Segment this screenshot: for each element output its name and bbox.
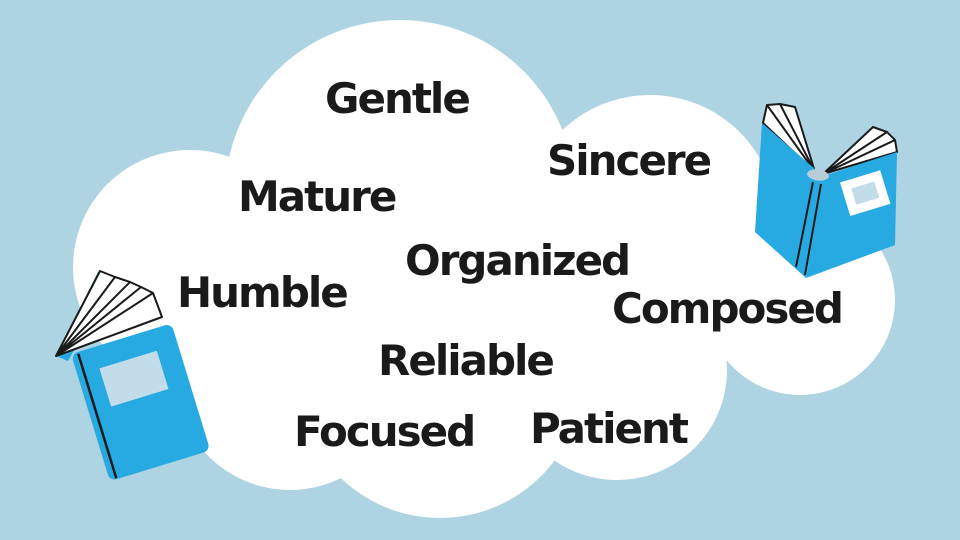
trait-word-patient: Patient bbox=[530, 404, 689, 453]
open-book-icon bbox=[755, 103, 898, 278]
book-label bbox=[840, 170, 891, 217]
cloud-lobe bbox=[175, 260, 405, 490]
book-front-cover bbox=[72, 325, 209, 480]
trait-word-mature: Mature bbox=[238, 172, 397, 221]
book-page-lines-left bbox=[766, 103, 816, 173]
trait-word-humble: Humble bbox=[177, 268, 349, 317]
book-spine-line bbox=[77, 353, 118, 479]
book-label bbox=[99, 350, 169, 407]
closed-book-icon bbox=[55, 270, 209, 480]
trait-word-gentle: Gentle bbox=[325, 74, 471, 123]
book-cover-left bbox=[755, 123, 823, 278]
book-spine-lines bbox=[795, 181, 822, 276]
trait-word-organized: Organized bbox=[405, 236, 631, 285]
book-page-lines bbox=[55, 276, 154, 357]
trait-word-sincere: Sincere bbox=[547, 136, 712, 185]
trait-word-focused: Focused bbox=[294, 407, 476, 456]
book-spine-top bbox=[807, 169, 829, 181]
trait-word-composed: Composed bbox=[612, 284, 844, 333]
book-page-lines-right bbox=[822, 131, 896, 175]
trait-word-reliable: Reliable bbox=[378, 336, 555, 385]
